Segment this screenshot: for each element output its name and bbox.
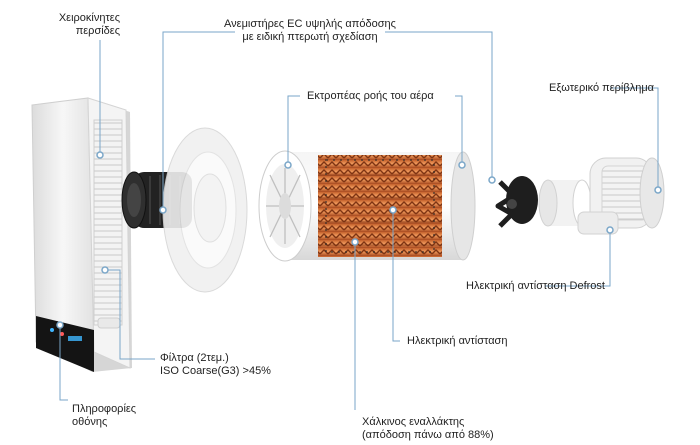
- label-defrost-heater: Ηλεκτρική αντίσταση Defrost: [466, 280, 605, 292]
- label-flow-deflector: Εκτροπέας ροής του αέρα: [307, 90, 434, 102]
- ec-fan: [495, 176, 538, 228]
- label-ec-fans: Ανεμιστήρες EC υψηλής απόδοσης με ειδική…: [224, 18, 396, 43]
- air-deflector-disc: [162, 127, 248, 293]
- outer-hood: [577, 157, 665, 235]
- label-filters: Φίλτρα (2τεμ.) ISO Coarse(G3) >45%: [160, 352, 271, 377]
- front-panel: [31, 97, 132, 372]
- callout-markers: [56, 151, 662, 329]
- label-louvers: Χειροκίνητες περσίδες: [58, 12, 120, 37]
- leader-lines: [59, 31, 659, 410]
- label-heater: Ηλεκτρική αντίσταση: [407, 335, 508, 347]
- label-outer-casing: Εξωτερικό περίβλημα: [549, 82, 655, 94]
- heat-exchanger-cylinder: [258, 150, 476, 262]
- label-copper-exchanger: Χάλκινος εναλλάκτης (απόδοση πάνω από 88…: [362, 416, 494, 441]
- label-display-info: Πληροφορίες οθόνης: [72, 403, 137, 428]
